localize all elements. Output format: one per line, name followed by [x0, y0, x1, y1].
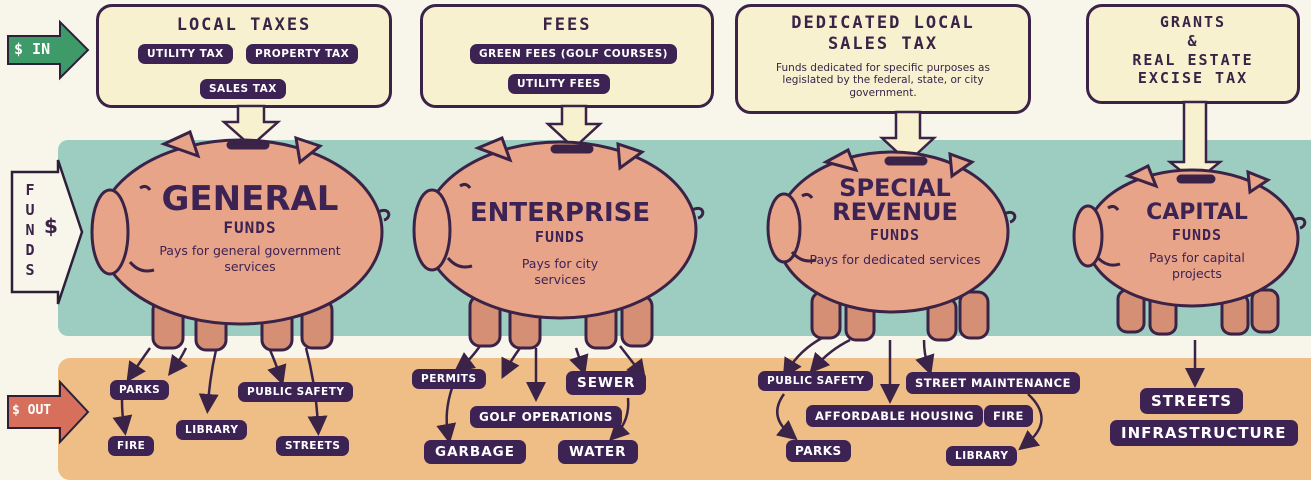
source-title-line: EXCISE TAX: [1137, 69, 1249, 88]
source-grants: GRANTS & REAL ESTATE EXCISE TAX: [1086, 4, 1300, 104]
enterprise-pig: [412, 136, 705, 350]
fund-general: GENERAL FUNDS Pays for general governmen…: [150, 182, 350, 274]
output-public-safety: PUBLIC SAFETY: [758, 371, 874, 391]
down-arrow-icon: [220, 104, 282, 148]
fund-subtitle: FUNDS: [534, 228, 586, 246]
fund-title-line: REVENUE: [832, 198, 958, 226]
output-library: LIBRARY: [946, 446, 1018, 466]
in-label: $ IN: [14, 40, 51, 58]
funds-letter: S: [25, 261, 35, 279]
output-sewer: SEWER: [566, 371, 647, 395]
source-pill-sales-tax: SALES TAX: [200, 79, 286, 99]
source-pill-property-tax: PROPERTY TAX: [246, 44, 359, 64]
fund-subtitle: FUNDS: [869, 226, 921, 244]
fund-capital: CAPITAL FUNDS Pays for capital projects: [1112, 202, 1282, 281]
source-dedicated-sales-tax: DEDICATED LOCAL SALES TAX Funds dedicate…: [735, 4, 1031, 114]
down-arrow-icon: [544, 104, 604, 150]
output-parks: PARKS: [110, 380, 170, 400]
source-pill-utility-fees: UTILITY FEES: [508, 74, 610, 94]
output-streets: STREETS: [1140, 388, 1244, 414]
output-fire: FIRE: [108, 436, 155, 456]
in-arrow-icon: [7, 19, 90, 81]
source-title-line: SALES TAX: [827, 34, 939, 55]
general-pig: [90, 129, 391, 352]
output-golf-operations: GOLF OPERATIONS: [470, 406, 622, 428]
down-arrow-icon: [878, 110, 938, 164]
fund-title: GENERAL: [161, 179, 339, 219]
funds-letter: U: [25, 201, 35, 219]
funds-dollar-icon: $: [44, 214, 58, 238]
fund-description: Pays for dedicated services: [809, 252, 981, 267]
source-title-line: &: [1187, 31, 1199, 50]
source-title-line: REAL ESTATE: [1132, 50, 1254, 69]
source-title: LOCAL TAXES: [176, 15, 312, 35]
fund-description: Pays for general government services: [159, 243, 341, 274]
output-street-maintenance: STREET MAINTENANCE: [906, 372, 1080, 394]
source-title: FEES: [542, 15, 592, 35]
fund-title: CAPITAL: [1146, 200, 1248, 225]
special-revenue-pig: [766, 147, 1017, 342]
fund-subtitle: FUNDS: [1171, 226, 1223, 244]
output-parks: PARKS: [786, 440, 851, 462]
output-infrastructure: INFRASTRUCTURE: [1110, 420, 1298, 446]
source-pill-green-fees: GREEN FEES (GOLF COURSES): [470, 44, 677, 64]
capital-pig: [1072, 163, 1307, 336]
fund-enterprise: ENTERPRISE FUNDS Pays for city services: [455, 200, 665, 287]
source-pill-utility-tax: UTILITY TAX: [138, 44, 233, 64]
funds-letter: D: [25, 241, 35, 259]
fund-subtitle: FUNDS: [223, 218, 277, 237]
funds-letter: F: [25, 181, 35, 199]
funds-vertical-label: F U N D S: [20, 180, 40, 280]
fund-special-revenue: SPECIAL REVENUE FUNDS Pays for dedicated…: [800, 176, 990, 268]
out-band: [58, 358, 1311, 480]
funds-letter: N: [25, 221, 35, 239]
out-arrow-icon: [7, 379, 90, 445]
output-permits: PERMITS: [412, 369, 486, 389]
output-affordable-housing: AFFORDABLE HOUSING: [806, 405, 984, 427]
source-title-line: DEDICATED LOCAL: [791, 13, 975, 33]
output-water: WATER: [558, 440, 638, 464]
pig-faces: [128, 182, 1121, 273]
source-description: Funds dedicated for specific purposes as…: [776, 61, 990, 99]
output-garbage: GARBAGE: [424, 440, 526, 464]
source-arrows: [220, 100, 1224, 184]
funds-arrow-icon: [10, 159, 84, 305]
output-fire: FIRE: [984, 405, 1033, 427]
output-library: LIBRARY: [176, 420, 248, 440]
fund-description: Pays for capital projects: [1149, 250, 1245, 281]
source-title-line: GRANTS: [1159, 13, 1227, 31]
output-public-safety: PUBLIC SAFETY: [238, 382, 354, 402]
output-streets: STREETS: [276, 436, 350, 456]
out-label: $ OUT: [12, 403, 52, 418]
fund-title: ENTERPRISE: [469, 198, 651, 228]
fund-description: Pays for city services: [521, 256, 599, 287]
fund-title-line: SPECIAL: [839, 174, 951, 202]
